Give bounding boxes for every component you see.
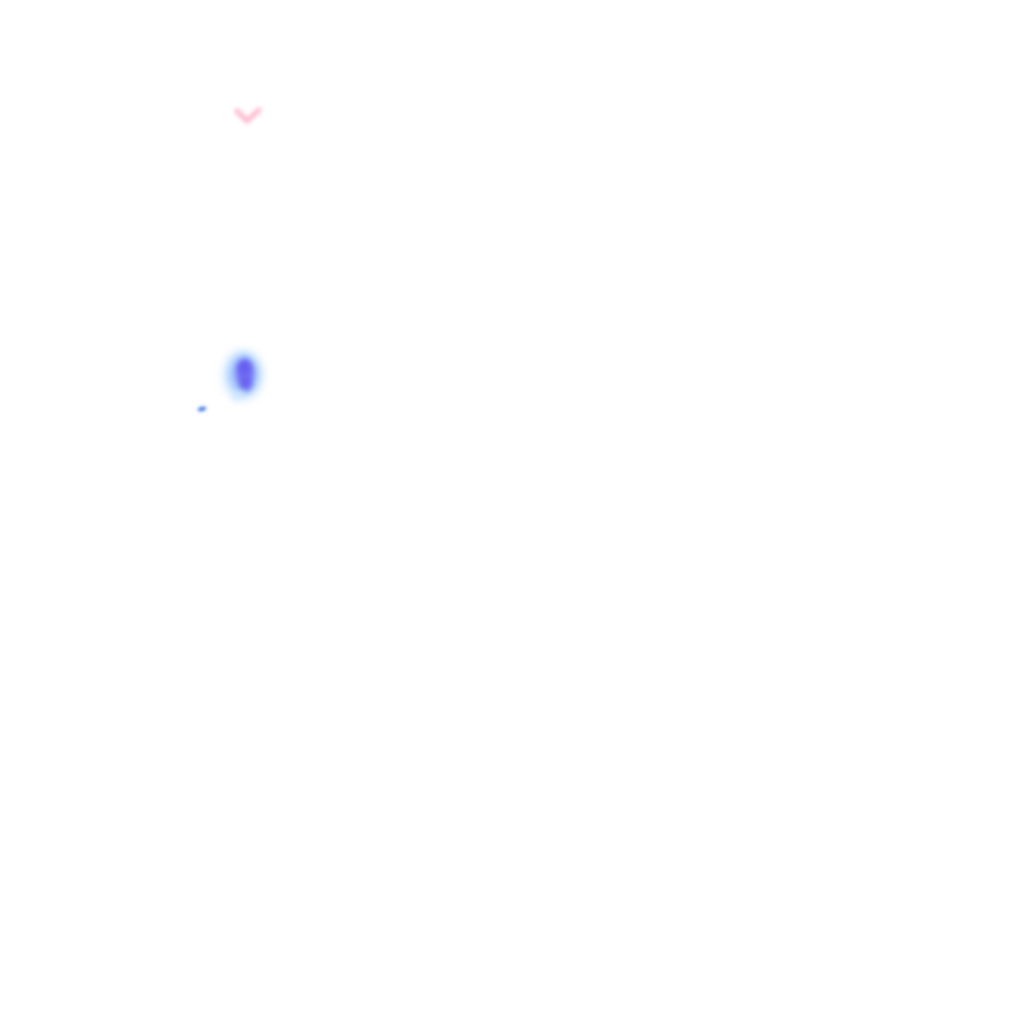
blue-blob-layer-4: [240, 379, 252, 391]
blue-speck-layer-1: [198, 406, 206, 412]
blue-blob-layer-5: [231, 391, 245, 401]
blue-blob-layer-3: [238, 361, 250, 373]
blue-speck: [196, 405, 208, 413]
blue-blob: [224, 351, 262, 401]
pink-chevron: [234, 107, 262, 124]
